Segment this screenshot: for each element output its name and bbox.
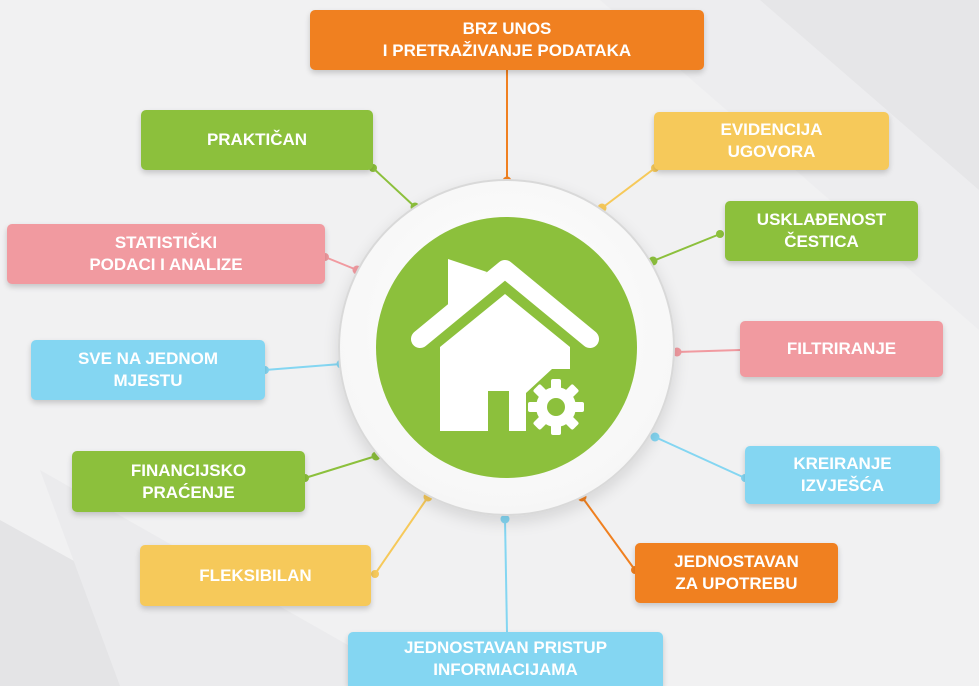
label-uskladenost-line1: USKLAĐENOST (756, 210, 887, 229)
connector-jednostavan-upotreba (577, 492, 639, 574)
label-evidencija-ugovora: EVIDENCIJA UGOVORA (654, 112, 889, 170)
label-jednostavan-za-upotrebu: JEDNOSTAVAN ZA UPOTREBU (635, 543, 838, 603)
label-evidencija-line2: UGOVORA (727, 142, 816, 161)
label-financijsko-line1: FINANCIJSKO (130, 460, 247, 480)
label-uskladenost-line2: ČESTICA (784, 232, 859, 251)
label-sve-na-jednom-mjestu: SVE NA JEDNOM MJESTU (31, 340, 265, 400)
label-fleksibilan: FLEKSIBILAN (140, 545, 371, 606)
label-financijsko-line2: PRAĆENJE (142, 482, 235, 502)
connector-uskladenost (648, 230, 724, 266)
label-fleksibilan-line1: FLEKSIBILAN (199, 565, 312, 585)
connector-pristup (500, 514, 510, 633)
connector-praktican (369, 164, 420, 212)
label-statisticki-line1: STATISTIČKI (114, 233, 218, 252)
connector-kreiranje (650, 432, 749, 482)
connector-fleksibilan (371, 492, 433, 578)
label-praktican: PRAKTIČAN (141, 110, 373, 170)
connector-brz-unos (502, 70, 512, 186)
label-praktican-line1: PRAKTIČAN (206, 130, 308, 149)
label-pristup-line2: INFORMACIJAMA (433, 660, 578, 679)
label-brz-unos-line1: BRZ UNOS (462, 19, 552, 38)
connector-filtriranje (672, 347, 741, 357)
connector-financijsko (301, 451, 381, 482)
label-jednostavan-upotreba-line2: ZA UPOTREBU (675, 574, 798, 593)
label-kreiranje-line1: KREIRANJE (793, 454, 892, 473)
label-kreiranje-line2: IZVJEŠĆA (800, 476, 885, 495)
label-evidencija-line1: EVIDENCIJA (720, 120, 823, 139)
label-sve-na-jednom-line2: MJESTU (113, 371, 183, 390)
label-statisticki-podaci: STATISTIČKI PODACI I ANALIZE (7, 224, 325, 284)
house-gear-icon (411, 259, 599, 435)
label-brz-unos-line2: I PRETRAŽIVANJE PODATAKA (382, 41, 632, 60)
label-sve-na-jednom-line1: SVE NA JEDNOM (77, 349, 219, 368)
label-filtriranje: FILTRIRANJE (740, 321, 943, 377)
label-filtriranje-line1: FILTRIRANJE (786, 339, 897, 358)
label-financijsko-pracenje: FINANCIJSKO PRAĆENJE (72, 451, 305, 512)
label-statisticki-line2: PODACI I ANALIZE (89, 255, 243, 274)
label-brz-unos: BRZ UNOS I PRETRAŽIVANJE PODATAKA (310, 10, 704, 70)
connector-sve-na-jednom (261, 359, 346, 374)
label-pristup-line1: JEDNOSTAVAN PRISTUP (403, 638, 608, 657)
connector-evidencija (597, 164, 659, 213)
label-jednostavan-pristup: JEDNOSTAVAN PRISTUP INFORMACIJAMA (348, 632, 663, 686)
label-jednostavan-upotreba-line1: JEDNOSTAVAN (674, 552, 799, 571)
label-uskladenost-cestica: USKLAĐENOST ČESTICA (725, 201, 918, 261)
label-kreiranje-izvjesca: KREIRANJE IZVJEŠĆA (745, 446, 940, 504)
